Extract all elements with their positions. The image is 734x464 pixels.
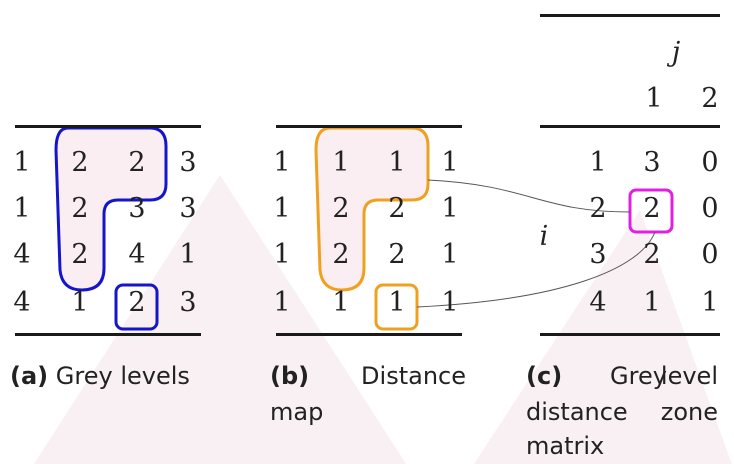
matrix-row-label: 2 <box>589 193 607 224</box>
panel-a-caption: (a) Grey levels <box>10 360 210 392</box>
matrix-cell: 0 <box>701 147 719 178</box>
matrix-cell: 0 <box>701 193 719 224</box>
panel-b-bottom-rule <box>276 333 462 336</box>
watermark-right <box>473 210 732 464</box>
panel-c-caption-line1: (c) Grey level <box>526 360 718 392</box>
caption-word: distance <box>526 398 628 426</box>
grid-b-cell: 1 <box>388 287 406 318</box>
panel-c-mid-rule <box>540 125 720 128</box>
blue-single-cell-outline <box>114 283 159 331</box>
matrix-row-label: 3 <box>589 239 607 270</box>
panel-c-top-rule <box>540 14 720 17</box>
grid-b-cell: 1 <box>441 193 459 224</box>
row-variable-label: i <box>539 221 549 252</box>
grid-a-cell: 3 <box>179 287 197 318</box>
connector-upper <box>427 179 631 213</box>
grid-a-cell: 1 <box>179 239 197 270</box>
grid-a-cell: 4 <box>13 239 31 270</box>
caption-tag: (a) <box>10 362 49 390</box>
panel-a-bottom-rule <box>15 333 201 336</box>
orange-zone-outline <box>314 126 430 292</box>
caption-text: Grey levels <box>55 362 190 390</box>
blue-zone-outline <box>54 126 168 292</box>
grid-b-cell: 2 <box>388 193 406 224</box>
grid-b-cell: 1 <box>273 147 291 178</box>
grid-a-cell: 1 <box>13 193 31 224</box>
grid-b-cell: 1 <box>273 193 291 224</box>
col-header: 1 <box>645 83 663 114</box>
matrix-cell: 2 <box>643 239 661 270</box>
panel-c-bottom-rule <box>540 333 720 336</box>
matrix-cell: 2 <box>643 193 661 224</box>
grid-b-cell: 1 <box>273 239 291 270</box>
panel-a-top-rule <box>15 125 201 128</box>
grid-b-cell: 2 <box>332 193 350 224</box>
grid-a-cell: 3 <box>179 147 197 178</box>
panel-b-top-rule <box>276 125 462 128</box>
col-variable-label: j <box>671 37 681 68</box>
matrix-cell: 1 <box>701 287 719 318</box>
matrix-cell: 0 <box>701 239 719 270</box>
grid-a-cell: 2 <box>71 193 89 224</box>
panel-c-caption-line3: matrix <box>526 432 605 460</box>
grid-a-cell: 2 <box>71 239 89 270</box>
watermark-left <box>33 175 407 464</box>
panel-b-caption-line1: (b) Distance <box>270 360 466 392</box>
panel-b-caption-line2: map <box>270 398 324 426</box>
grid-b-cell: 1 <box>332 287 350 318</box>
grid-a-cell: 2 <box>128 287 146 318</box>
connector-lower <box>416 231 656 308</box>
col-header: 2 <box>701 83 719 114</box>
grid-b-cell: 1 <box>388 147 406 178</box>
matrix-cell: 1 <box>643 287 661 318</box>
grid-a-cell: 4 <box>128 239 146 270</box>
matrix-cell: 3 <box>643 147 661 178</box>
grid-a-cell: 1 <box>71 287 89 318</box>
matrix-row-label: 4 <box>589 287 607 318</box>
caption-word: zone <box>660 398 718 426</box>
grid-b-cell: 1 <box>273 287 291 318</box>
grid-b-cell: 1 <box>441 147 459 178</box>
caption-tag: (b) <box>270 362 310 390</box>
grid-b-cell: 2 <box>388 239 406 270</box>
caption-text: Distance <box>361 362 466 390</box>
grid-b-cell: 1 <box>441 287 459 318</box>
grid-a-cell: 1 <box>13 147 31 178</box>
caption-tag: (c) <box>526 362 563 390</box>
grid-a-cell: 2 <box>128 147 146 178</box>
caption-word: level <box>660 362 718 390</box>
matrix-row-label: 1 <box>589 147 607 178</box>
caption-word: Grey <box>610 362 667 390</box>
grid-a-cell: 3 <box>179 193 197 224</box>
grid-a-cell: 4 <box>13 287 31 318</box>
grid-a-cell: 3 <box>128 193 146 224</box>
grid-b-cell: 1 <box>441 239 459 270</box>
panel-c-caption-line2: distance zone <box>526 396 718 428</box>
grid-b-cell: 1 <box>332 147 350 178</box>
magenta-cell-outline <box>628 188 674 234</box>
grid-a-cell: 2 <box>71 147 89 178</box>
grid-b-cell: 2 <box>332 239 350 270</box>
